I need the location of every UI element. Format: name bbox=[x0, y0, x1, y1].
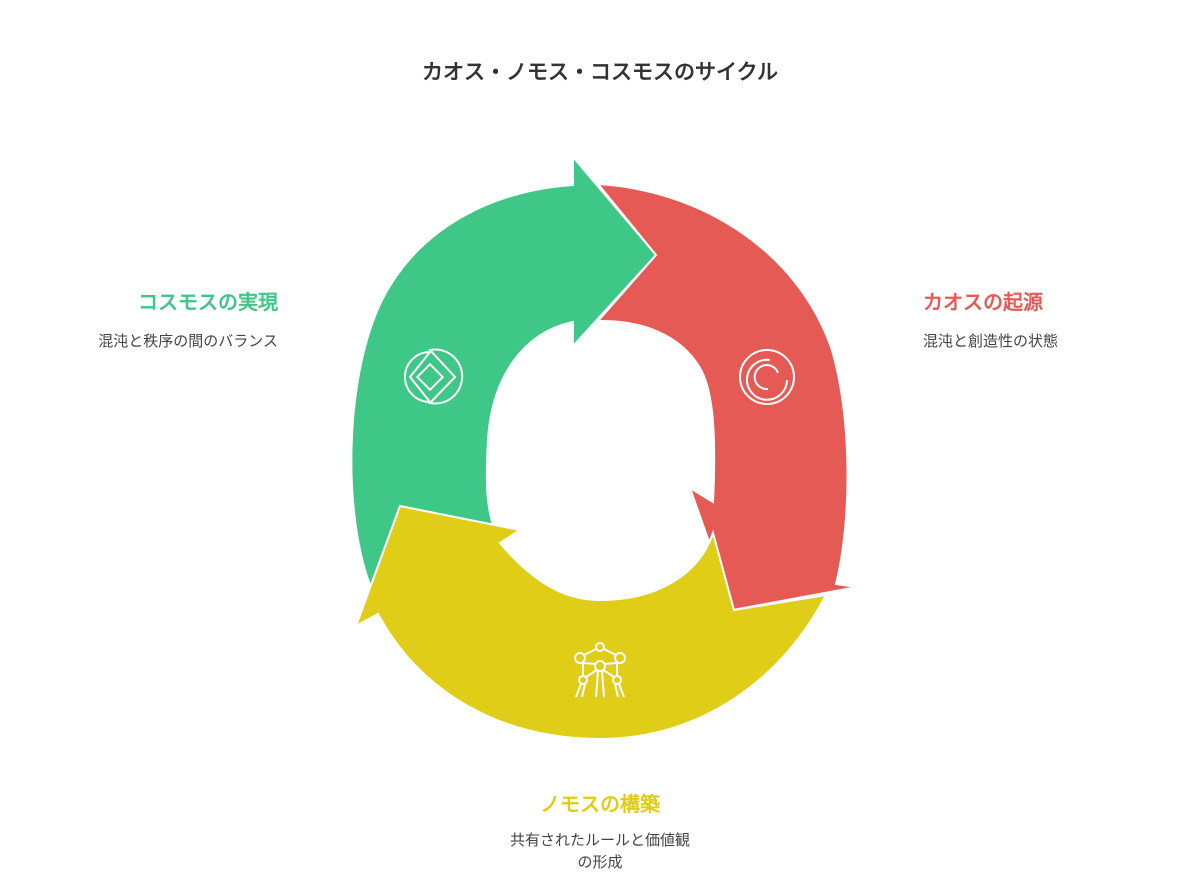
chaos-title: カオスの起源 bbox=[923, 290, 1043, 314]
cosmos-title: コスモスの実現 bbox=[138, 290, 278, 314]
nomos-arrow bbox=[354, 504, 828, 741]
cosmos-description: 混沌と秩序の間のバランス bbox=[98, 332, 278, 350]
nomos-description-line1: 共有されたルールと価値観 bbox=[509, 831, 690, 849]
nested-diamonds-icon bbox=[404, 348, 464, 405]
nomos-description-line2: の形成 bbox=[577, 853, 623, 871]
cosmos-arrow bbox=[350, 154, 658, 593]
atomium-icon bbox=[574, 642, 626, 698]
nomos-title: ノモスの構築 bbox=[540, 792, 660, 816]
concentric-arcs-icon bbox=[739, 349, 795, 405]
diagram-title: カオス・ノモス・コスモスのサイクル bbox=[422, 60, 778, 84]
chaos-arrow bbox=[595, 182, 858, 612]
chaos-description: 混沌と創造性の状態 bbox=[923, 332, 1059, 350]
